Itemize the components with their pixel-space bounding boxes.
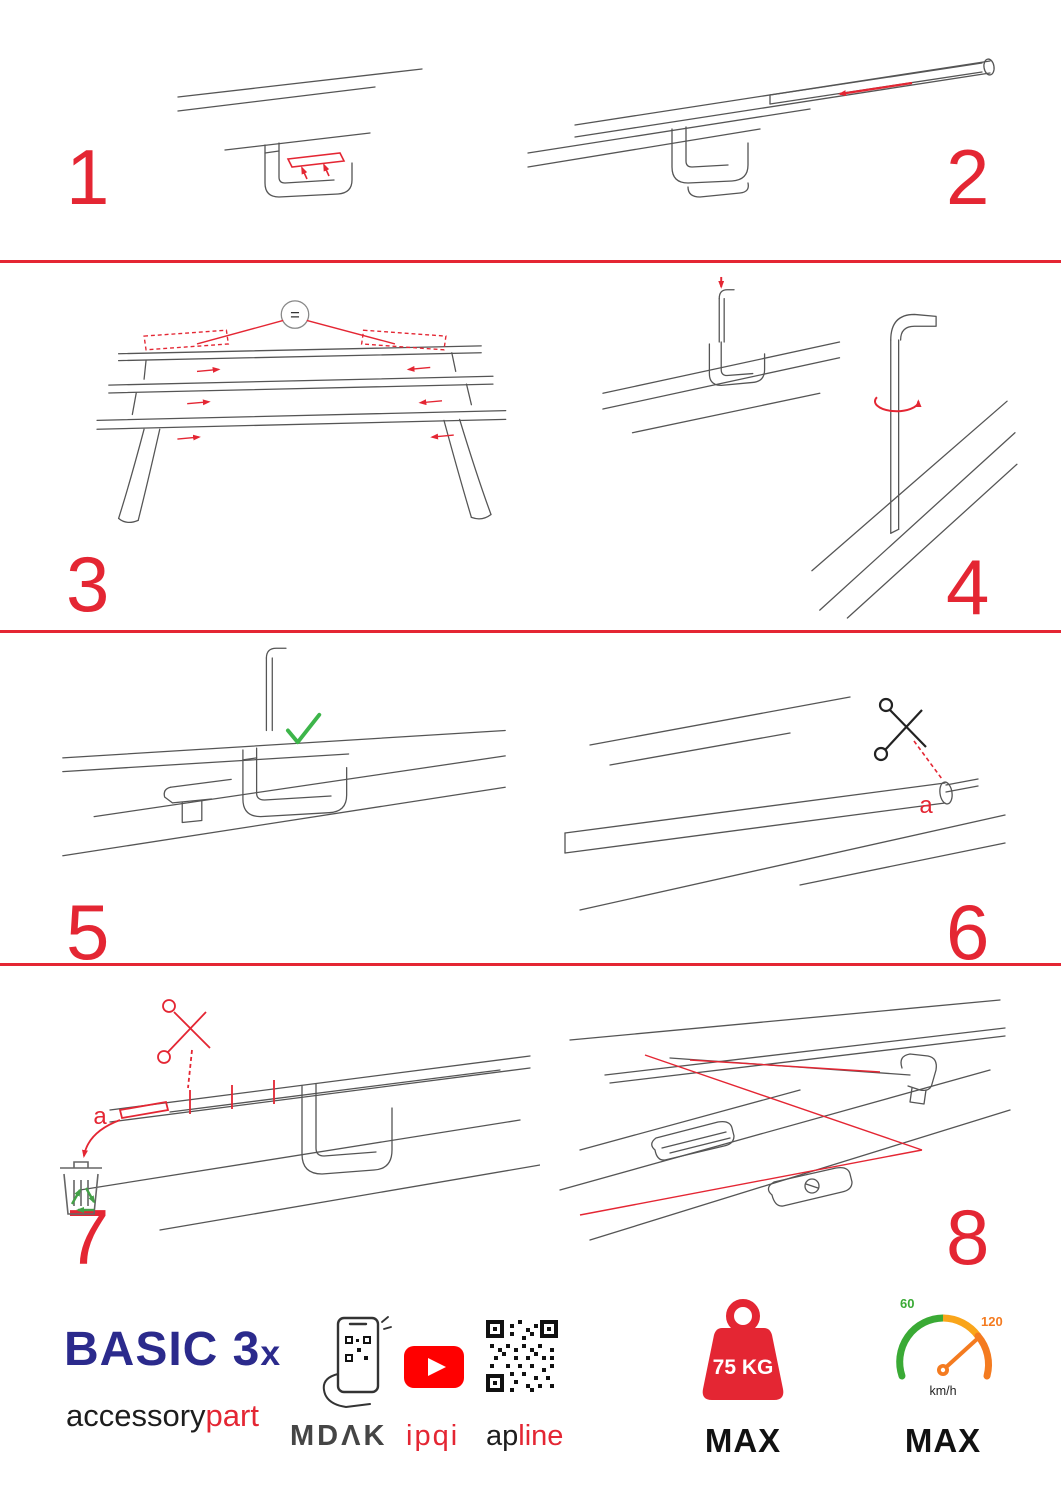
speed-unit-label: km/h: [929, 1384, 956, 1398]
step-4-number: 4: [946, 543, 990, 631]
product-name: BASIC 3x: [64, 1326, 281, 1374]
recycle-icon: [70, 1187, 96, 1213]
speed-low-label: 60: [900, 1296, 914, 1311]
rubber-pad-insert: [286, 152, 346, 180]
step-8-illustration: [550, 980, 1020, 1280]
section-divider-3: [0, 963, 1061, 966]
product-name-suffix: x: [260, 1333, 282, 1373]
scissors-icon: [873, 697, 927, 762]
cut-line: [913, 740, 943, 780]
step-7-illustration: a: [40, 990, 540, 1240]
bar-strip-drawing: [564, 696, 1006, 911]
crossbar-drawing: [527, 58, 995, 198]
apline-logo-red: line: [518, 1420, 564, 1452]
spacing-guides: [143, 319, 454, 441]
step-5-number: 5: [66, 888, 110, 976]
step-6-number: 6: [946, 888, 990, 976]
step-1-number: 1: [66, 133, 110, 221]
three-bars-drawing: [96, 345, 507, 524]
scissors-red-icon: [157, 999, 211, 1064]
offcut-label: a: [93, 1103, 107, 1130]
section-divider-1: [0, 260, 1061, 263]
speedometer-icon: 60 120 km/h: [878, 1292, 1008, 1409]
rail-and-key-drawing: [602, 289, 1018, 619]
ipqi-logo: ipqi: [406, 1420, 460, 1452]
alignment-guides: [579, 1054, 923, 1216]
adapter-drawing: [559, 999, 1011, 1241]
equal-spacing-circle: [280, 300, 310, 329]
qr-code-icon: [486, 1320, 558, 1397]
door-frame-drawing: [177, 68, 423, 198]
step-3-illustration: =: [50, 285, 540, 545]
max-weight-value: 75 KG: [713, 1356, 774, 1379]
underside-bar-drawing: [79, 1055, 540, 1231]
step-1-illustration: [170, 55, 430, 240]
apline-logo: apline: [486, 1422, 563, 1451]
step-2-number: 2: [946, 133, 990, 221]
check-icon: [285, 712, 322, 745]
mdak-logo: MDΛK: [290, 1420, 388, 1452]
cut-marks: [82, 1049, 275, 1158]
locked-clamp-drawing: [62, 647, 506, 857]
brand-logo: accessorypart: [66, 1400, 259, 1431]
step-5-illustration: [55, 640, 515, 910]
equal-spacing-label: =: [290, 305, 300, 324]
step-6-illustration: a: [550, 675, 1010, 920]
step-8-number: 8: [946, 1193, 990, 1281]
brand-logo-red: part: [205, 1398, 259, 1433]
tighten-arrows: [718, 276, 922, 413]
youtube-icon: [404, 1346, 464, 1393]
apline-logo-black: ap: [486, 1420, 519, 1452]
product-name-main: BASIC 3: [64, 1323, 261, 1376]
step-2-illustration: [520, 25, 1000, 225]
speed-high-label: 120: [981, 1314, 1003, 1329]
slide-direction-arrow: [838, 81, 913, 97]
phone-qr-icon: [312, 1312, 392, 1417]
step-4-illustration: [590, 275, 1020, 620]
max-weight-icon: 75 KG: [678, 1292, 808, 1415]
step-3-number: 3: [66, 540, 110, 628]
max-weight-label: MAX: [704, 1422, 782, 1459]
section-divider-2: [0, 630, 1061, 633]
cut-point-label: a: [919, 792, 933, 819]
brand-logo-black: accessory: [66, 1398, 206, 1433]
max-speed-label: MAX: [904, 1422, 982, 1459]
